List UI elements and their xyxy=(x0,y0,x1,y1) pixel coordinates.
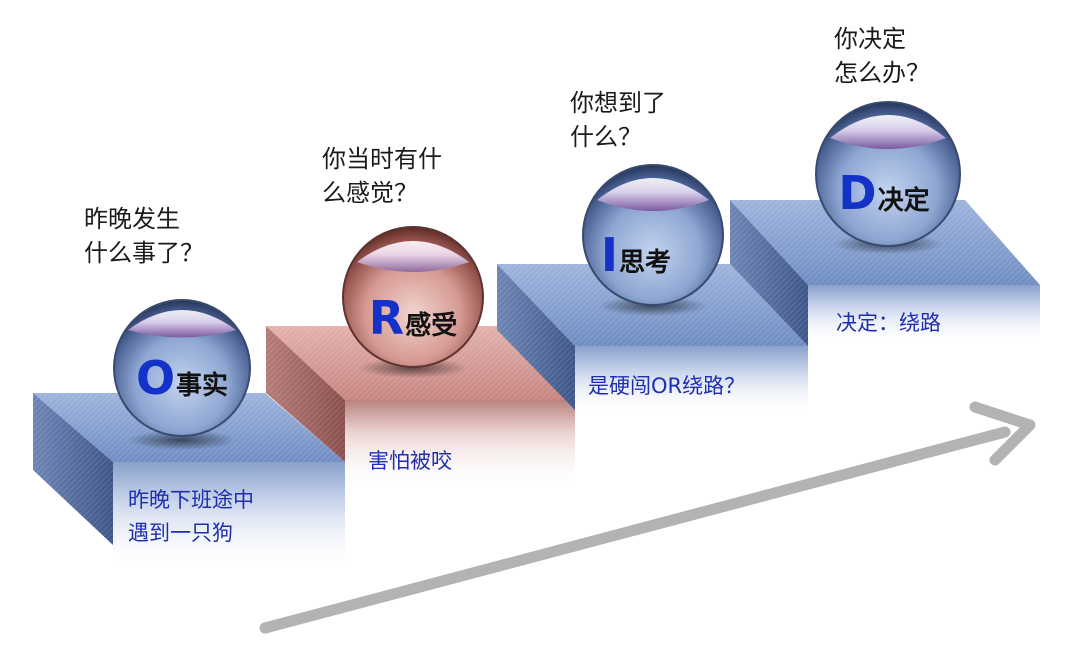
step-2-word: 感受 xyxy=(405,311,458,341)
step-4-answer-line-1: 决定：绕路 xyxy=(836,311,941,335)
step-2-question: 你当时有什 么感觉？ xyxy=(322,142,442,210)
step-3-label: I 思考 xyxy=(601,228,671,282)
step-1-label: O 事实 xyxy=(136,351,228,405)
step-1-question-line-2: 什么事了？ xyxy=(84,239,204,267)
step-4-letter: D xyxy=(838,166,877,220)
step-2-label: R 感受 xyxy=(369,291,457,345)
step-3-answer-line-1: 是硬闯OR绕路？ xyxy=(588,374,746,398)
step-2-answer-line-1: 害怕被咬 xyxy=(368,449,452,473)
sphere-d xyxy=(815,101,961,254)
step-1-word: 事实 xyxy=(176,371,229,401)
step-4-word: 决定 xyxy=(877,186,930,216)
step-1-question: 昨晚发生 什么事了？ xyxy=(84,202,204,270)
step-1-letter: O xyxy=(135,351,176,405)
step-3-word: 思考 xyxy=(619,248,672,278)
sphere-r xyxy=(342,226,484,378)
sphere-i xyxy=(582,164,724,316)
step-1-answer-line-2: 遇到一只狗 xyxy=(128,521,233,545)
step-4-question-line-1: 你决定 xyxy=(834,25,906,53)
step-1-answer: 昨晚下班途中 遇到一只狗 xyxy=(128,484,254,550)
step-2-letter: R xyxy=(368,291,405,345)
step-3-block xyxy=(497,264,808,416)
step-4-question-line-2: 怎么办？ xyxy=(834,59,930,87)
progress-arrow xyxy=(259,401,1036,634)
step-1-answer-line-1: 昨晚下班途中 xyxy=(128,488,254,512)
step-1-question-line-1: 昨晚发生 xyxy=(84,205,180,233)
step-3-question: 你想到了 什么？ xyxy=(570,86,666,154)
step-1-block xyxy=(33,393,345,572)
step-4-label: D 决定 xyxy=(838,166,929,220)
step-4-question: 你决定 怎么办？ xyxy=(834,22,930,90)
sphere-o xyxy=(113,299,251,450)
step-2-question-line-1: 你当时有什 xyxy=(322,145,442,173)
step-3-question-line-1: 你想到了 xyxy=(570,89,666,117)
step-3-question-line-2: 什么？ xyxy=(570,123,642,151)
step-3-answer: 是硬闯OR绕路？ xyxy=(588,370,745,403)
step-2-answer: 害怕被咬 xyxy=(368,445,452,478)
step-4-answer: 决定：绕路 xyxy=(836,307,941,340)
step-2-question-line-2: 么感觉？ xyxy=(322,179,418,207)
step-3-letter: I xyxy=(600,228,619,282)
